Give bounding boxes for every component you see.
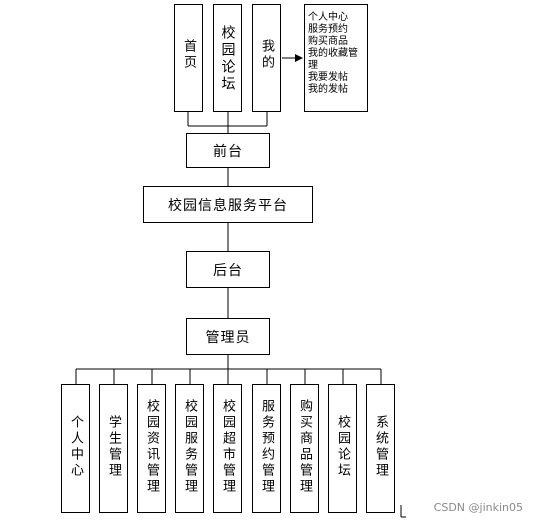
my-menu-item: 购买商品: [308, 36, 348, 47]
my-menu-item: 服务预约: [308, 24, 348, 35]
my-menu-item: 理: [308, 60, 318, 71]
module-label: 购买商品管理: [297, 399, 312, 495]
my-menu: 个人中心 服务预约 购买商品 我的收藏管 理 我要发帖 我的发帖: [304, 4, 368, 112]
module-student-management: 学生管理: [99, 384, 128, 513]
module-campus-supermarket-management: 校园超市管理: [213, 384, 242, 513]
module-label: 系统管理: [373, 415, 388, 479]
my-menu-item: 我的发帖: [308, 84, 348, 95]
platform-box: 校园信息服务平台: [143, 186, 313, 223]
nav-mine: 我的: [252, 4, 281, 112]
frontend-box: 前台: [186, 133, 270, 168]
module-label: 校园资讯管理: [144, 399, 159, 495]
admin-box: 管理员: [186, 318, 270, 355]
module-label: 学生管理: [106, 415, 121, 479]
module-service-booking-management: 服务预约管理: [252, 384, 281, 513]
backend-label: 后台: [213, 262, 243, 279]
frontend-label: 前台: [213, 143, 243, 160]
watermark: CSDN @jinkin05: [433, 501, 523, 514]
module-campus-news-management: 校园资讯管理: [137, 384, 166, 513]
module-personal-center: 个人中心: [61, 384, 90, 513]
module-product-purchase-management: 购买商品管理: [290, 384, 319, 513]
platform-label: 校园信息服务平台: [168, 197, 288, 214]
my-menu-item: 我的收藏管: [308, 48, 358, 59]
module-label: 服务预约管理: [259, 399, 274, 495]
nav-campus-forum-label: 校园论坛: [219, 25, 236, 93]
nav-home-label: 首页: [181, 39, 196, 71]
nav-campus-forum: 校园论坛: [213, 4, 242, 112]
module-label: 校园论坛: [335, 415, 350, 479]
module-label: 个人中心: [68, 415, 83, 479]
nav-home: 首页: [174, 4, 203, 112]
my-menu-item: 我要发帖: [308, 72, 348, 83]
module-label: 校园超市管理: [220, 399, 235, 495]
module-label: 校园服务管理: [182, 399, 197, 495]
admin-label: 管理员: [205, 329, 251, 346]
nav-mine-label: 我的: [259, 39, 274, 71]
module-campus-forum: 校园论坛: [328, 384, 357, 513]
module-system-management: 系统管理: [366, 384, 395, 513]
my-menu-item: 个人中心: [308, 12, 348, 23]
module-campus-service-management: 校园服务管理: [175, 384, 204, 513]
backend-box: 后台: [186, 251, 270, 288]
